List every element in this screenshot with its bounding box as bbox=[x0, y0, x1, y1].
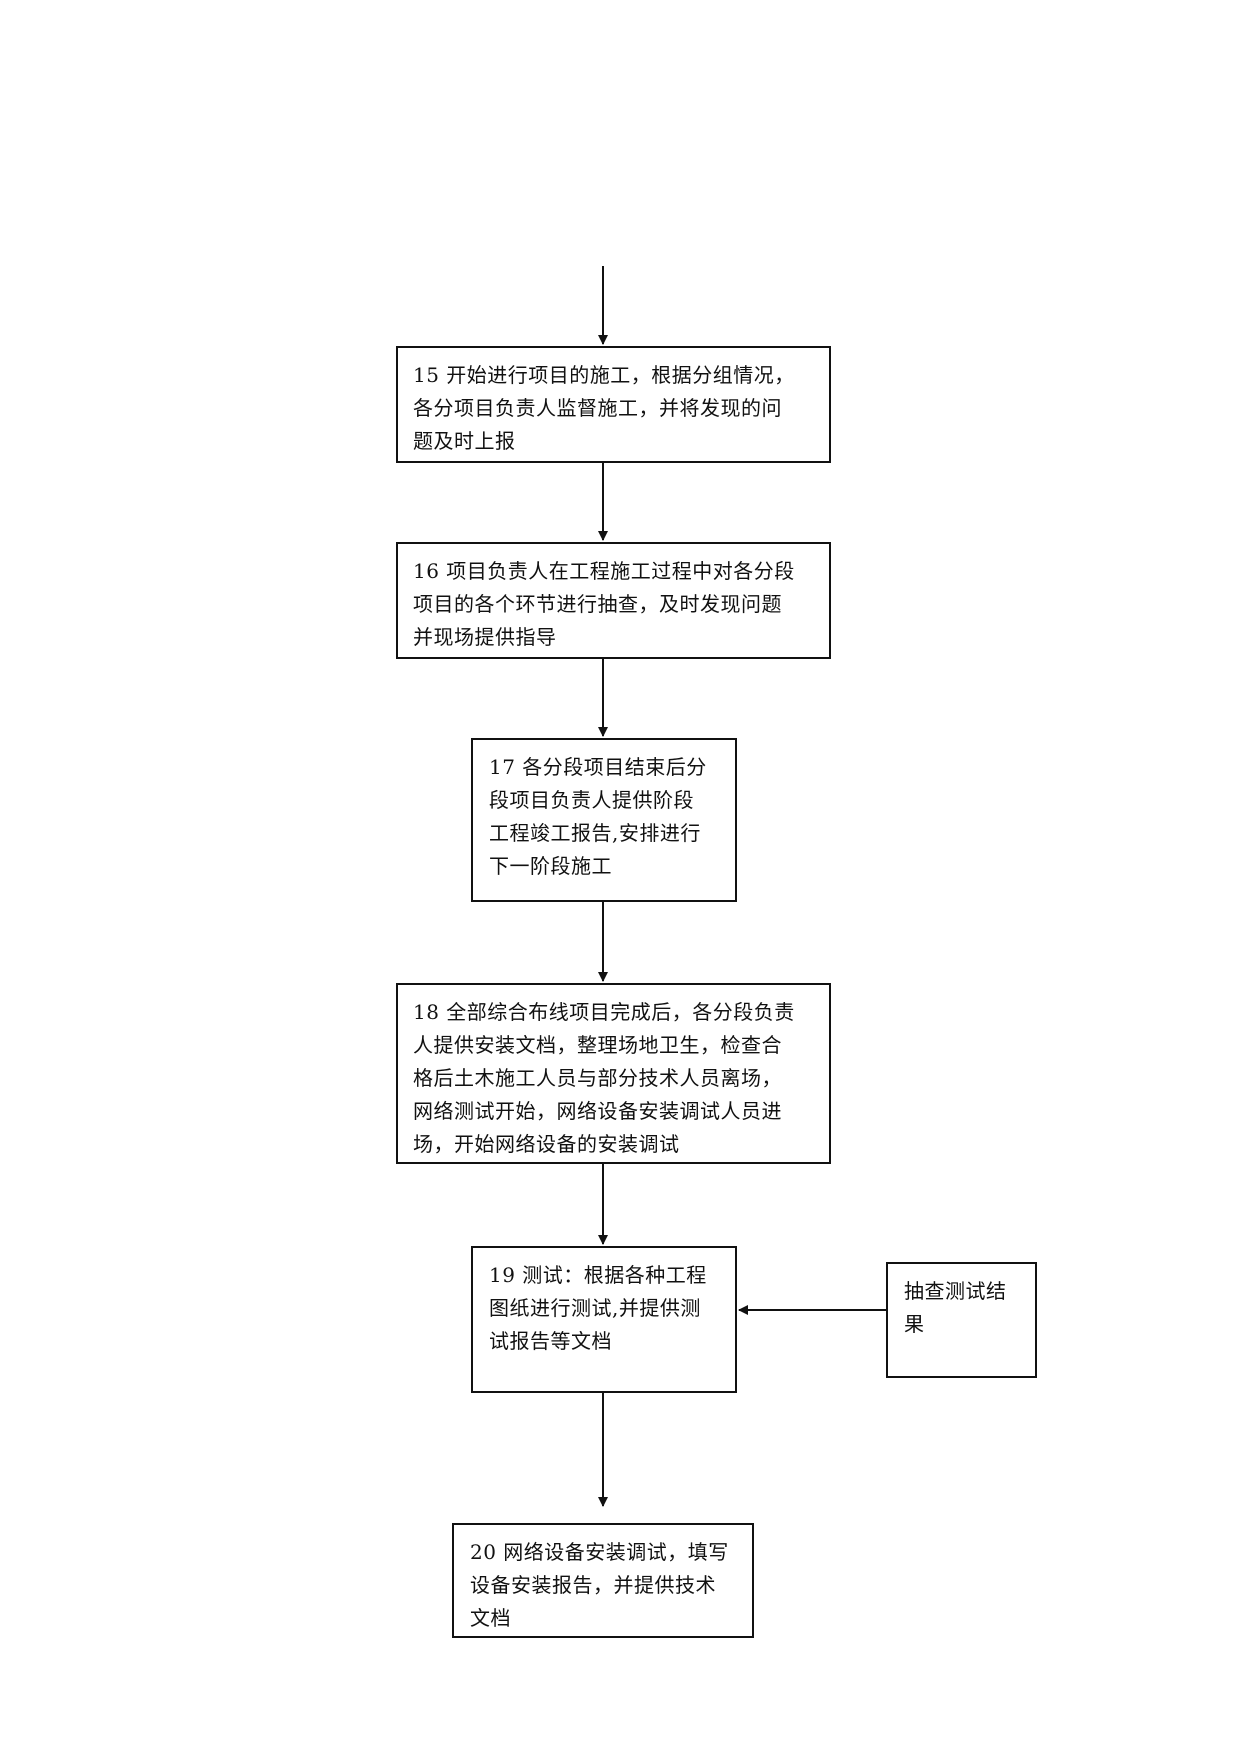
step-17-text: 17 各分段项目结束后分 段项目负责人提供阶段 工程竣工报告,安排进行 下一阶段… bbox=[489, 755, 707, 878]
step-20-text: 20 网络设备安装调试，填写 设备安装报告，并提供技术 文档 bbox=[470, 1540, 729, 1630]
spot-check-box: 抽查测试结 果 bbox=[886, 1262, 1037, 1378]
step-19-text: 19 测试：根据各种工程 图纸进行测试,并提供测 试报告等文档 bbox=[489, 1263, 707, 1353]
step-17-box: 17 各分段项目结束后分 段项目负责人提供阶段 工程竣工报告,安排进行 下一阶段… bbox=[471, 738, 737, 902]
step-18-text: 18 全部综合布线项目完成后，各分段负责 人提供安装文档，整理场地卫生，检查合 … bbox=[413, 1000, 795, 1156]
step-15-text: 15 开始进行项目的施工，根据分组情况， 各分项目负责人监督施工，并将发现的问 … bbox=[413, 363, 795, 453]
step-19-box: 19 测试：根据各种工程 图纸进行测试,并提供测 试报告等文档 bbox=[471, 1246, 737, 1393]
step-18-box: 18 全部综合布线项目完成后，各分段负责 人提供安装文档，整理场地卫生，检查合 … bbox=[396, 983, 831, 1164]
spot-check-text: 抽查测试结 果 bbox=[904, 1279, 1007, 1336]
step-16-box: 16 项目负责人在工程施工过程中对各分段 项目的各个环节进行抽查，及时发现问题 … bbox=[396, 542, 831, 659]
step-16-text: 16 项目负责人在工程施工过程中对各分段 项目的各个环节进行抽查，及时发现问题 … bbox=[413, 559, 795, 649]
step-20-box: 20 网络设备安装调试，填写 设备安装报告，并提供技术 文档 bbox=[452, 1523, 754, 1638]
step-15-box: 15 开始进行项目的施工，根据分组情况， 各分项目负责人监督施工，并将发现的问 … bbox=[396, 346, 831, 463]
